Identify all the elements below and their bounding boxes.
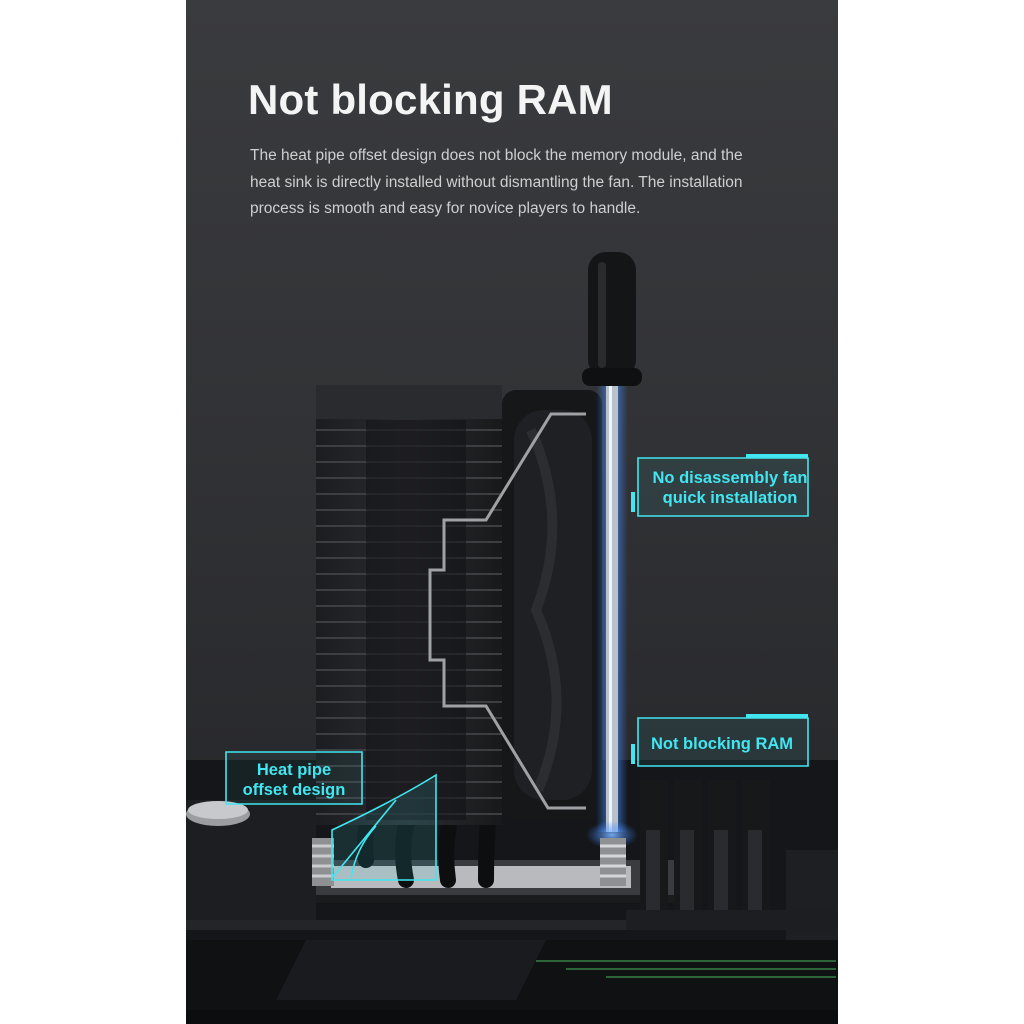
callout-frame-ram xyxy=(631,714,809,767)
mounting-screws xyxy=(312,838,626,886)
callout-frame-fan xyxy=(631,454,809,517)
description: The heat pipe offset design does not blo… xyxy=(250,143,790,223)
callout-fan-quick-install: No disassembly fan quick installation xyxy=(634,468,826,508)
description-line: The heat pipe offset design does not blo… xyxy=(250,147,743,164)
screwdriver-icon xyxy=(582,252,642,849)
callout-line: No disassembly fan xyxy=(652,469,808,487)
fan-icon xyxy=(502,390,602,820)
callout-not-blocking-ram: Not blocking RAM xyxy=(636,734,808,754)
product-illustration xyxy=(186,252,838,1024)
fan-clip xyxy=(428,412,586,810)
description-line: heat sink is directly installed without … xyxy=(250,173,743,191)
callout-line: Not blocking RAM xyxy=(650,735,794,753)
callout-frame-pipe xyxy=(225,751,437,881)
product-panel: Not blocking RAM The heat pipe offset de… xyxy=(186,0,838,1024)
description-line: process is smooth and easy for novice pl… xyxy=(250,200,641,217)
ram-module-icon xyxy=(626,780,838,930)
callout-heat-pipe-offset: Heat pipe offset design xyxy=(226,760,362,800)
callout-line: Heat pipe xyxy=(256,761,332,779)
callout-line: quick installation xyxy=(662,489,798,507)
page-title: Not blocking RAM xyxy=(248,76,613,123)
callout-line: offset design xyxy=(242,781,346,799)
